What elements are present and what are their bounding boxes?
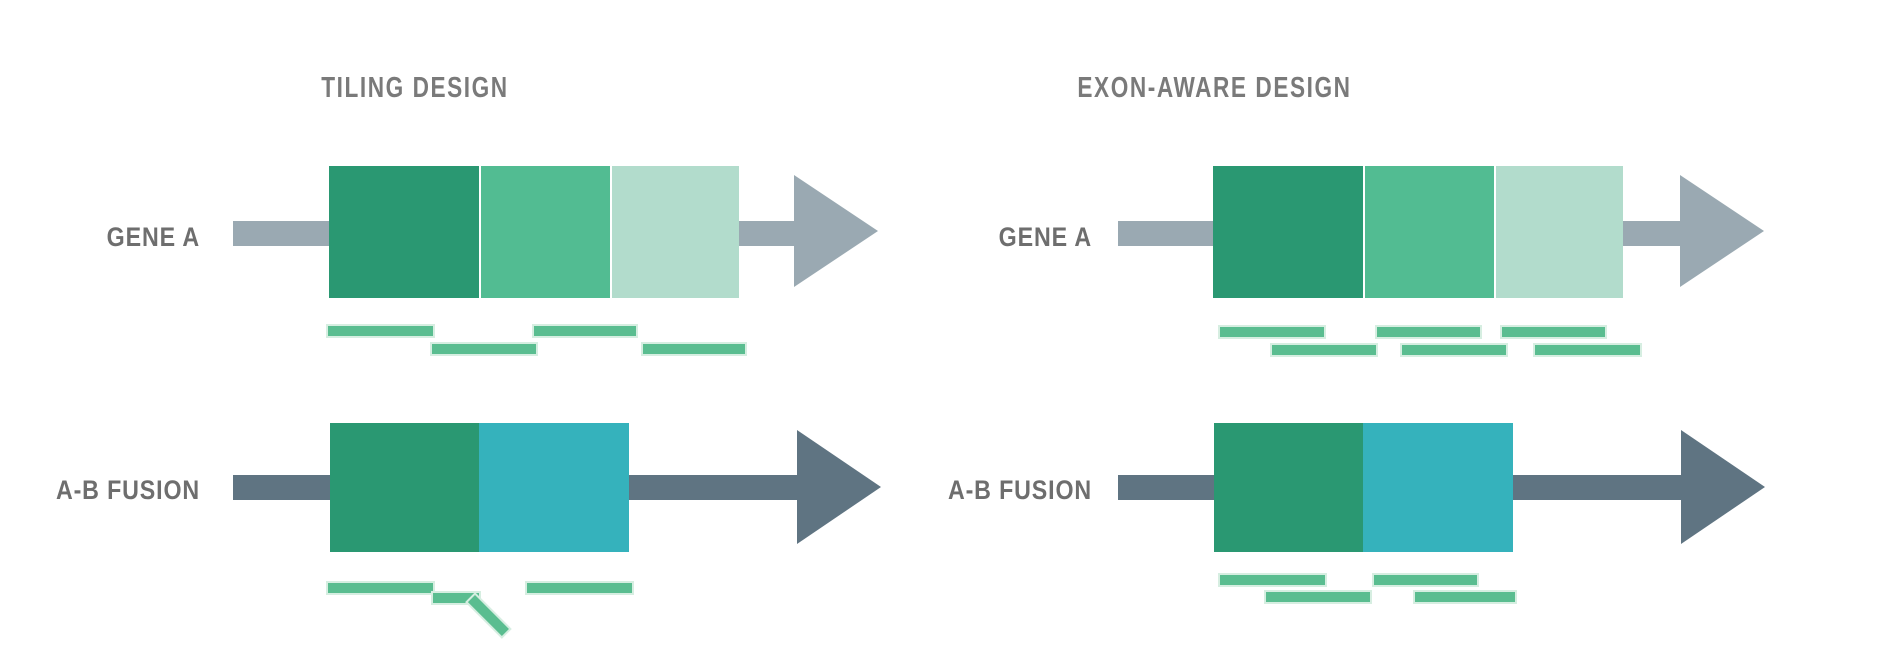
fusion-arrow-tail <box>1118 475 1214 500</box>
gene-a-arrow-tail <box>1118 221 1213 246</box>
fusion-gene-b-segment <box>479 423 629 552</box>
probe-segment <box>1220 327 1324 337</box>
gene-a-exon-3 <box>1496 166 1623 298</box>
probe-segment <box>534 326 636 336</box>
probe-segment <box>1220 575 1325 585</box>
fusion-label: A-B FUSION <box>55 475 200 505</box>
gene-a-arrow-shaft <box>1623 221 1680 246</box>
junction-failed-probe-segment <box>467 595 509 637</box>
gene-a-exon-3 <box>612 166 739 298</box>
fusion-gene-a-segment <box>330 423 479 552</box>
probe-segment <box>1535 345 1640 355</box>
fusion-arrow-tail <box>233 475 330 500</box>
gene-a-label: GENE A <box>998 222 1092 252</box>
gene-a-arrow-tail <box>233 221 330 246</box>
fusion-arrowhead-icon <box>797 430 881 544</box>
probe-segment <box>1266 592 1370 602</box>
fusion-gene-b-segment <box>1363 423 1513 552</box>
gene-a-exon-2 <box>481 166 610 298</box>
gene-a-arrowhead-icon <box>1680 175 1764 287</box>
probe-segment <box>1272 345 1376 355</box>
probe-segment <box>643 344 745 354</box>
probe-segment <box>1415 592 1515 602</box>
fusion-arrow-shaft <box>1513 475 1681 500</box>
probe-segment <box>1374 575 1477 585</box>
probe-segment <box>432 344 536 354</box>
gene-a-exon-1 <box>329 166 479 298</box>
tiling-design-title: TILING DESIGN <box>321 72 509 104</box>
gene-a-exon-2 <box>1365 166 1494 298</box>
gene-a-arrowhead-icon <box>794 175 878 287</box>
fusion-gene-a-segment <box>1214 423 1363 552</box>
fusion-arrow-shaft <box>629 475 797 500</box>
probe-segment <box>1502 327 1605 337</box>
gene-a-exon-1 <box>1213 166 1363 298</box>
probe-segment <box>1377 327 1480 337</box>
fusion-arrowhead-icon <box>1681 430 1765 544</box>
probe-segment <box>328 583 433 593</box>
probe-segment <box>433 593 479 603</box>
gene-a-label: GENE A <box>106 222 200 252</box>
gene-a-arrow-shaft <box>739 221 796 246</box>
probe-segment <box>328 326 433 336</box>
exon-aware-design-title: EXON-AWARE DESIGN <box>1077 72 1352 104</box>
probe-segment <box>1402 345 1506 355</box>
fusion-label: A-B FUSION <box>947 475 1092 505</box>
probe-segment <box>527 583 632 593</box>
